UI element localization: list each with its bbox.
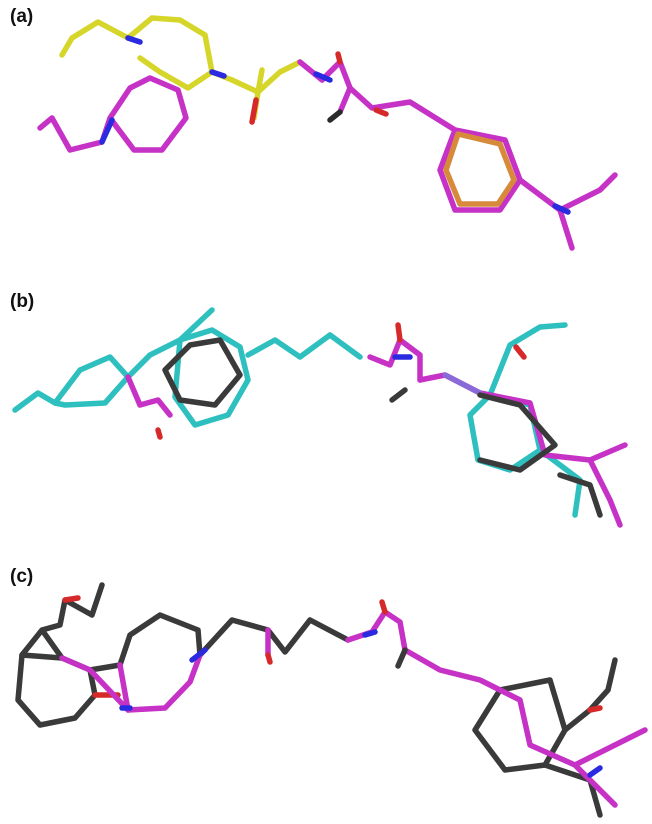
molecule-overlay-a [37, 15, 618, 251]
magenta-conformer-b [125, 322, 628, 528]
panel-a: (a) [0, 0, 652, 270]
magenta-conformer-c [59, 599, 648, 808]
panel-a-label: (a) [10, 6, 34, 27]
panel-b: (b) [0, 285, 652, 550]
magenta-conformer [37, 51, 618, 251]
dark-conformer-b [162, 337, 603, 518]
dark-conformer-c [15, 582, 618, 818]
molecule-overlay-c [15, 582, 648, 818]
panel-b-label: (b) [10, 291, 35, 312]
panel-c-label: (c) [10, 566, 34, 587]
yellow-conformer [59, 15, 303, 125]
cyan-conformer [12, 307, 583, 518]
molecule-overlay-b [12, 307, 628, 528]
panel-c: (c) [0, 560, 652, 824]
